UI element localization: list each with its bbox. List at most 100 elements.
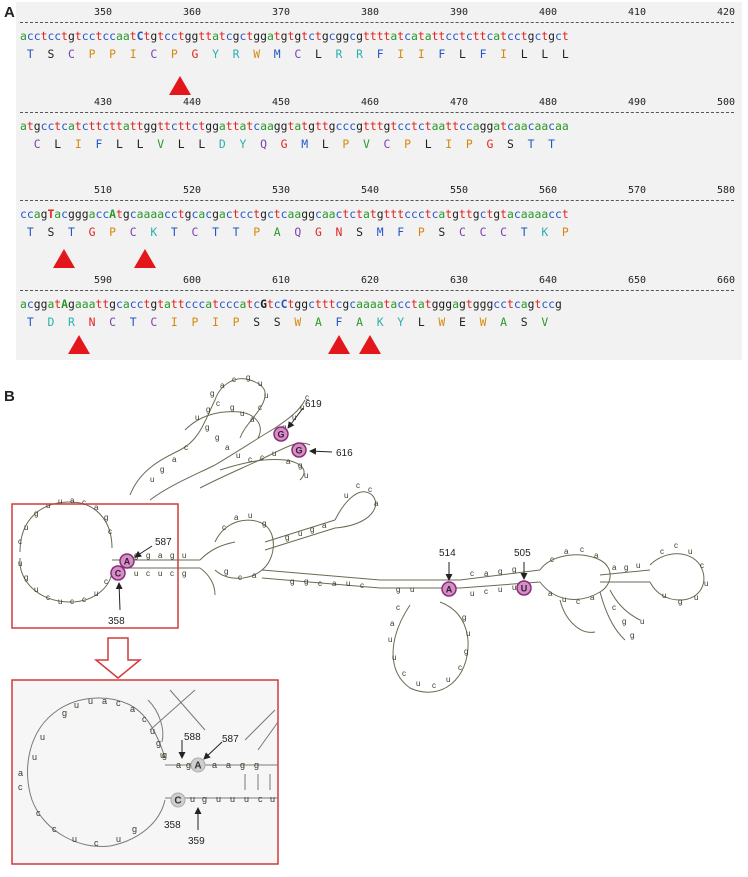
tick-label: 410 <box>628 7 647 18</box>
zoom-base: c <box>36 808 41 818</box>
zoom-base: g <box>132 824 137 834</box>
svg-text:c: c <box>82 498 86 507</box>
svg-text:c: c <box>108 527 112 536</box>
annotations: 619 616 587 358 514 505 <box>108 399 531 627</box>
svg-text:g: g <box>622 617 626 626</box>
svg-text:a: a <box>322 521 327 530</box>
svg-text:u: u <box>18 559 22 568</box>
highlight-u505: U <box>516 580 532 596</box>
svg-text:u: u <box>410 585 414 594</box>
highlight-c358: C <box>110 565 126 581</box>
svg-text:c: c <box>260 453 264 462</box>
zoom-base: a <box>212 760 217 770</box>
svg-text:c: c <box>46 593 50 602</box>
svg-text:u: u <box>34 585 38 594</box>
svg-text:u: u <box>264 391 268 400</box>
svg-text:g: g <box>146 551 150 560</box>
highlight-g616: G <box>291 442 307 458</box>
svg-text:g: g <box>205 423 209 432</box>
svg-text:u: u <box>58 597 62 606</box>
svg-text:c: c <box>432 681 436 690</box>
tick-label: 370 <box>272 7 291 18</box>
svg-text:u: u <box>158 569 162 578</box>
tick-label: 510 <box>94 185 113 196</box>
svg-text:g: g <box>462 613 466 622</box>
svg-text:u: u <box>248 511 252 520</box>
zoom-base: u <box>32 752 37 762</box>
zoom-base: g <box>62 708 67 718</box>
svg-text:u: u <box>236 451 240 460</box>
svg-text:a: a <box>225 443 230 452</box>
position-label: 619 <box>305 399 322 410</box>
tick-label: 610 <box>272 275 291 286</box>
svg-text:g: g <box>160 465 164 474</box>
svg-text:u: u <box>498 585 502 594</box>
zoom-base: u <box>230 794 235 804</box>
svg-text:g: g <box>224 567 228 576</box>
amino-acid-sequence: T D R N C T C I P I P S S W A F A K Y L … <box>26 315 549 329</box>
svg-text:c: c <box>222 523 226 532</box>
svg-text:c: c <box>318 579 322 588</box>
svg-text:u: u <box>688 547 692 556</box>
svg-text:g: g <box>215 433 219 442</box>
svg-text:g: g <box>304 577 308 586</box>
base-label: G <box>277 430 284 440</box>
svg-text:g: g <box>24 573 28 582</box>
svg-text:c: c <box>368 485 372 494</box>
amino-acid-sequence: C L I F L L V L L D Y Q G M L P V C P L … <box>33 137 556 151</box>
svg-text:a: a <box>590 593 595 602</box>
tick-label: 360 <box>183 7 202 18</box>
svg-text:c: c <box>700 561 704 570</box>
svg-text:c: c <box>258 403 262 412</box>
svg-text:u: u <box>466 629 470 638</box>
position-label: 514 <box>439 548 456 559</box>
tick-label: 440 <box>183 97 202 108</box>
sequence-block-1: 350 360 370 380 390 400 410 420 acctcctg… <box>16 2 742 90</box>
ruler: 590 600 610 620 630 640 650 660 <box>20 275 735 287</box>
svg-text:c: c <box>470 569 474 578</box>
tick-label: 450 <box>272 97 291 108</box>
amino-acid-sequence: T S C P P I C P G Y R W M C L R R F I I … <box>26 47 569 61</box>
svg-text:c: c <box>484 587 488 596</box>
position-label: 358 <box>108 616 125 627</box>
base-label: G <box>295 446 302 456</box>
svg-text:c: c <box>360 581 364 590</box>
svg-text:g: g <box>104 513 108 522</box>
svg-text:c: c <box>612 603 616 612</box>
ruler-dashes <box>20 200 734 205</box>
zoom-base: u <box>190 794 195 804</box>
zoom-base: u <box>270 794 275 804</box>
svg-text:c: c <box>232 375 236 384</box>
svg-text:u: u <box>694 593 698 602</box>
dna-sequence: ccagTacgggaccAtgcaaaacctgcacgactcctgctca… <box>20 207 569 221</box>
svg-text:c: c <box>184 443 188 452</box>
mutation-marker-icon <box>68 335 90 354</box>
svg-text:c: c <box>82 595 86 604</box>
zoom-base: u <box>216 794 221 804</box>
tick-label: 590 <box>94 275 113 286</box>
highlight-a514: A <box>441 581 457 597</box>
svg-text:u: u <box>562 595 566 604</box>
base-label: A <box>446 585 453 595</box>
svg-text:u: u <box>512 583 516 592</box>
highlight-g619: G <box>273 426 289 442</box>
position-label: 587 <box>222 734 239 745</box>
svg-text:u: u <box>94 589 98 598</box>
svg-text:g: g <box>230 403 234 412</box>
zoom-base: u <box>72 834 77 844</box>
base-label: A <box>124 557 131 567</box>
zoom-base: u <box>40 732 45 742</box>
zoom-base: c <box>258 794 263 804</box>
svg-text:u: u <box>182 551 186 560</box>
svg-text:u: u <box>704 579 708 588</box>
panel-a-label: A <box>4 4 15 21</box>
mutation-marker-icon <box>169 76 191 95</box>
zoom-annotations: 588 587 358 359 <box>164 732 239 847</box>
zoom-base: a <box>130 704 135 714</box>
svg-text:u: u <box>272 449 276 458</box>
position-label: 587 <box>155 537 172 548</box>
svg-text:c: c <box>18 537 22 546</box>
